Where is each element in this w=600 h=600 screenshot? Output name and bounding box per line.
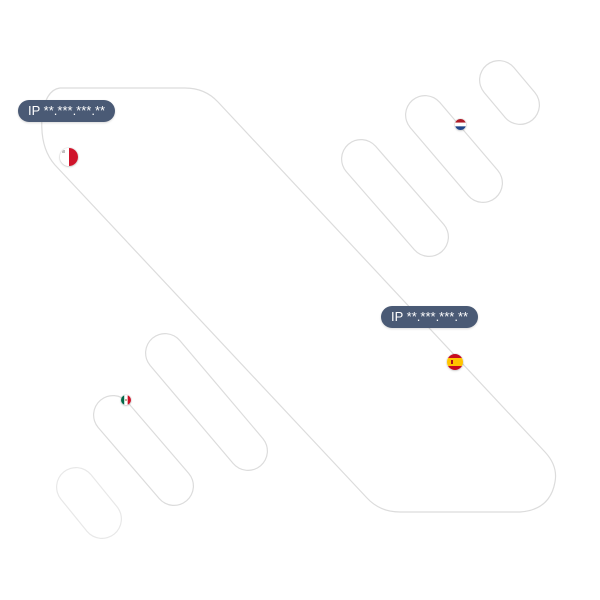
ip-address-badge: IP **.***.***.**	[381, 306, 479, 328]
spain-flag-icon	[447, 354, 463, 370]
malta-flag-icon	[60, 148, 78, 166]
mexico-flag-icon	[121, 395, 131, 405]
netherlands-flag-icon	[455, 119, 466, 130]
ip-address-badge: IP **.***.***.**	[18, 100, 116, 122]
